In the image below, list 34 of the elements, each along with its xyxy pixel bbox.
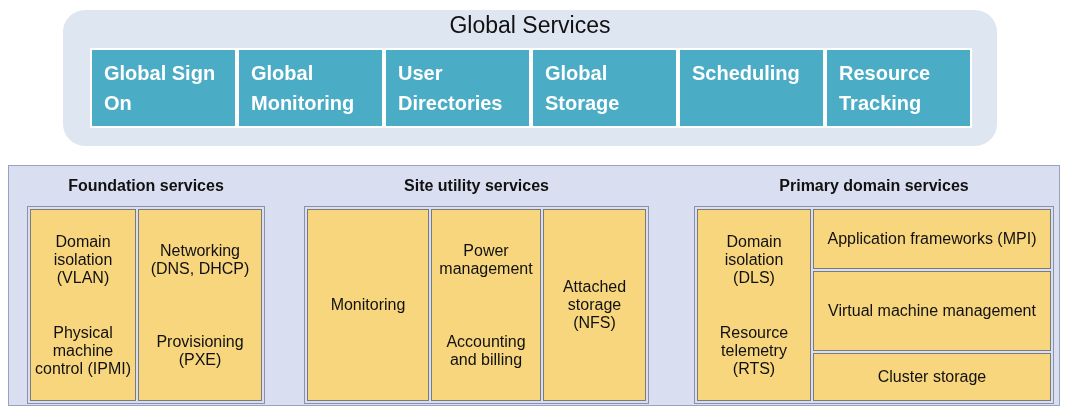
- service-cell: Global Monitoring: [237, 48, 384, 128]
- service-label: Domain isolation (VLAN): [52, 232, 114, 287]
- service-cell: User Directories: [384, 48, 531, 128]
- service-cell: Global Sign On: [90, 48, 237, 128]
- service-label: Virtual machine management: [828, 302, 1036, 320]
- service-label: Power management: [438, 241, 534, 278]
- services-band: [8, 165, 1060, 406]
- service-label: Application frameworks (MPI): [827, 230, 1037, 248]
- service-box: [697, 209, 811, 401]
- service-box: [307, 209, 429, 401]
- services-panel: [63, 10, 997, 146]
- group-heading: Site utility services: [403, 177, 550, 195]
- service-label: Accounting and billing: [445, 332, 527, 369]
- service-box: [813, 353, 1051, 401]
- service-box: [431, 209, 541, 401]
- service-label: Monitoring: [330, 296, 406, 314]
- service-label: Provisioning (PXE): [155, 332, 245, 369]
- service-box: [30, 209, 136, 401]
- service-cell: Scheduling: [678, 48, 825, 128]
- service-label: Cluster storage: [877, 368, 987, 386]
- service-box: [813, 271, 1051, 351]
- group-heading: Foundation services: [67, 177, 225, 195]
- service-cell: Global Storage: [531, 48, 678, 128]
- service-box: [138, 209, 262, 401]
- service-box: [543, 209, 646, 401]
- service-label: Resource telemetry (RTS): [718, 323, 790, 378]
- group-heading: Primary domain services: [778, 177, 970, 195]
- service-label: Attached storage (NFS): [561, 278, 628, 332]
- panel-title: Global Services: [448, 12, 612, 39]
- service-label: Domain isolation (DLS): [723, 232, 785, 287]
- service-label: Networking (DNS, DHCP): [149, 241, 251, 278]
- service-label: Physical machine control (IPMI): [35, 323, 131, 378]
- service-box: [813, 209, 1051, 269]
- service-cell: Resource Tracking: [825, 48, 972, 128]
